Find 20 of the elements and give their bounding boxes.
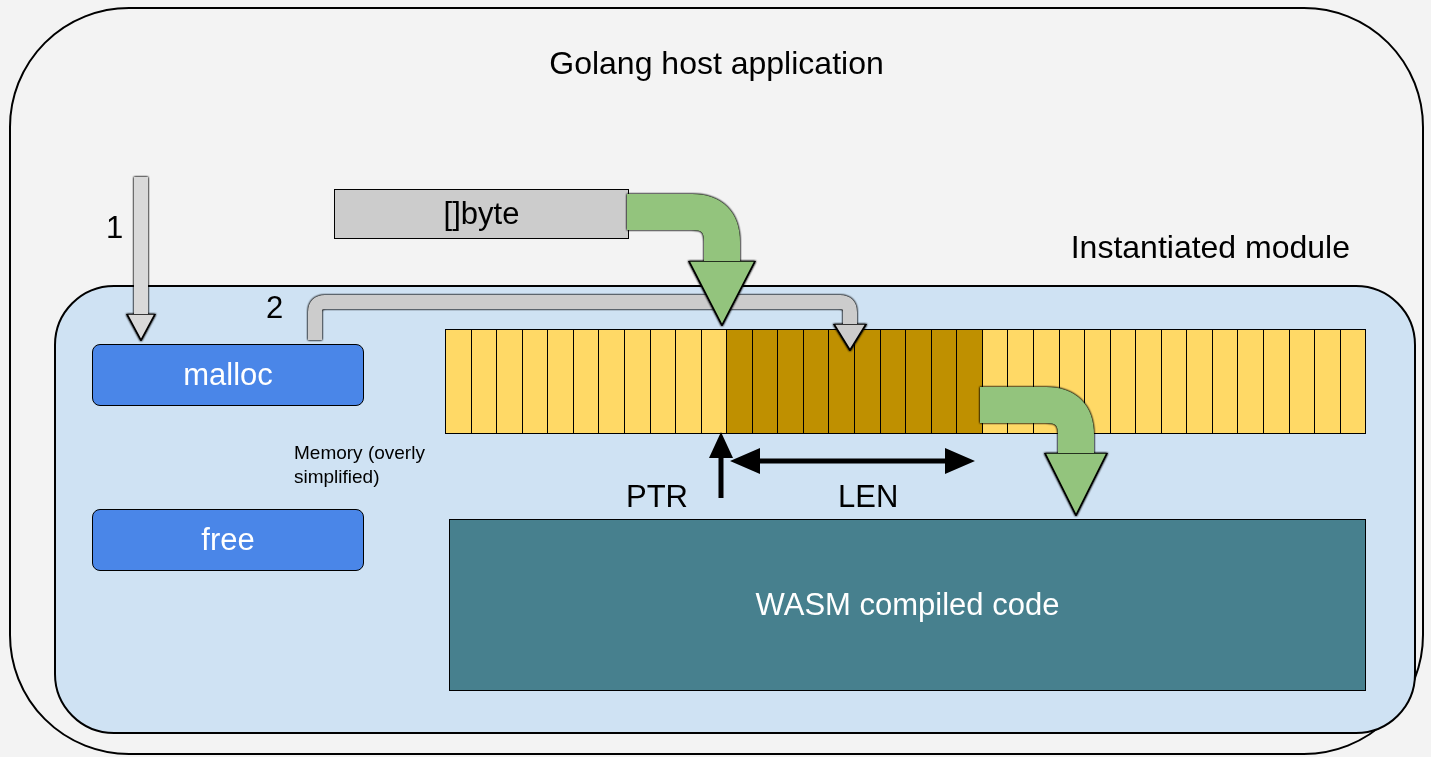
block-arrow: [980, 387, 1108, 516]
block-arrow: [126, 177, 156, 341]
block-arrow: [308, 295, 867, 351]
edge-label: 2: [266, 292, 284, 323]
function-box: [92, 509, 364, 571]
pointer-label: PTR: [626, 481, 688, 512]
node-label: WASM compiled code: [755, 585, 1060, 624]
pointer-label: LEN: [838, 481, 899, 512]
container-title: Instantiated module: [1070, 228, 1350, 267]
function-box: [92, 344, 364, 406]
node-label: malloc: [183, 355, 273, 394]
host-application-container: [9, 7, 1424, 755]
node-label: free: [201, 520, 255, 559]
edge-label: 1: [106, 212, 124, 243]
block-arrow: [627, 194, 756, 326]
node-label: Memory (overly simplified): [294, 441, 426, 489]
byte-slice-box: [334, 189, 629, 239]
container-title: Golang host application: [548, 44, 885, 83]
code-box: [449, 519, 1366, 691]
node-label: []byte: [443, 194, 520, 233]
